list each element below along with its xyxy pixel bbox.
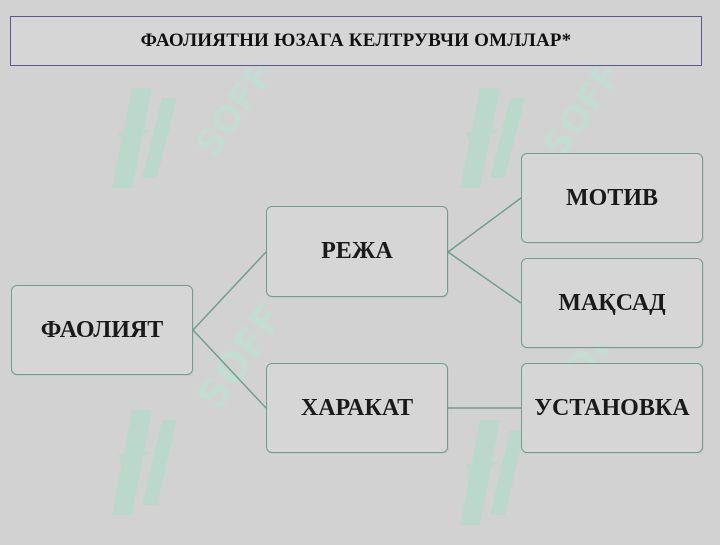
connector-plan-motive [447, 197, 522, 253]
node-attitude-label: УСТАНОВКА [534, 394, 690, 421]
diagram-title: ФАОЛИЯТНИ ЮЗАГА КЕЛТРУВЧИ ОМЛЛАР* [140, 30, 572, 51]
title-box: ФАОЛИЯТНИ ЮЗАГА КЕЛТРУВЧИ ОМЛЛАР* [10, 16, 702, 66]
node-motive: МОТИВ [521, 153, 703, 243]
node-action-label: ХАРАКАТ [300, 394, 414, 421]
connector-root-action [192, 329, 267, 409]
node-root: ФАОЛИЯТ [11, 285, 193, 375]
node-goal: МАҚСАД [521, 258, 703, 348]
node-attitude: УСТАНОВКА [521, 363, 703, 453]
node-root-label: ФАОЛИЯТ [40, 316, 164, 343]
node-goal-label: МАҚСАД [558, 289, 666, 316]
node-plan-label: РЕЖА [321, 238, 393, 264]
connector-plan-goal [447, 251, 522, 304]
connector-root-plan [192, 251, 267, 331]
node-plan: РЕЖА [266, 206, 448, 297]
node-motive-label: МОТИВ [565, 184, 658, 211]
node-action: ХАРАКАТ [266, 363, 448, 453]
